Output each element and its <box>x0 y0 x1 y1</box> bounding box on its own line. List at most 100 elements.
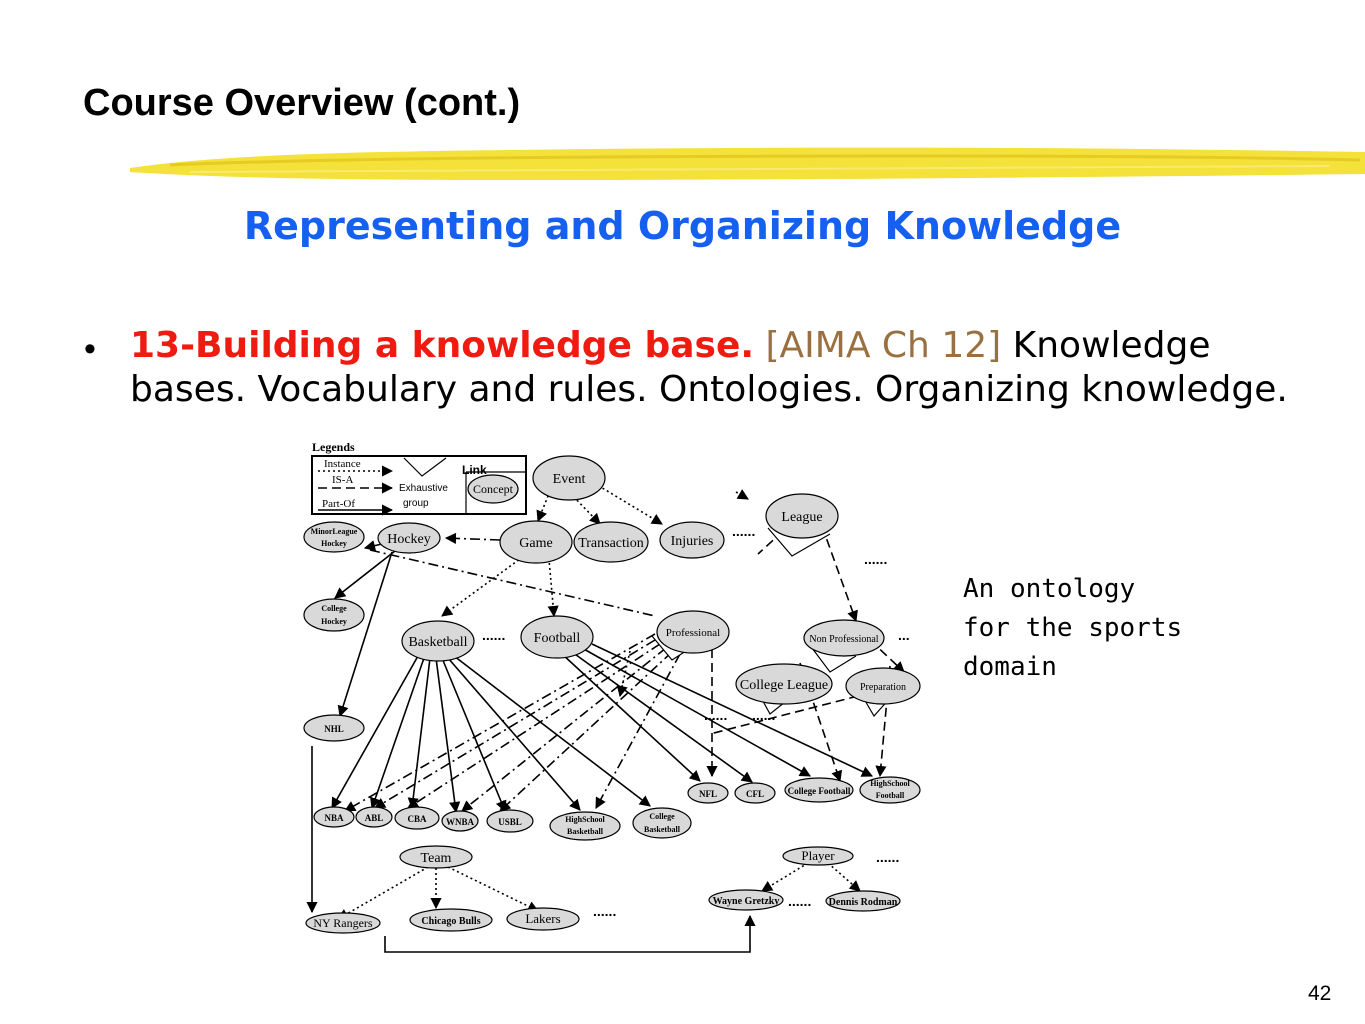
svg-text:MinorLeague: MinorLeague <box>311 527 358 536</box>
legend-exhaustive: Exhaustive <box>399 483 448 494</box>
node-game: Game <box>499 520 573 564</box>
node-nhl: NHL <box>303 714 365 742</box>
node-cfl: CFL <box>734 782 776 804</box>
node-event: Event <box>532 455 606 501</box>
ellipsis-mark: ...... <box>752 707 775 723</box>
svg-text:League: League <box>781 510 822 525</box>
svg-text:Team: Team <box>421 851 452 866</box>
svg-text:Lakers: Lakers <box>525 911 560 926</box>
legend-concept: Concept <box>473 482 514 496</box>
node-lakers: Lakers <box>506 907 580 931</box>
svg-text:Basketball: Basketball <box>567 827 604 836</box>
ellipsis-mark: ...... <box>732 523 755 539</box>
node-nfl: NFL <box>687 782 729 804</box>
svg-text:Hockey: Hockey <box>321 539 347 548</box>
node-college-league: College League <box>735 663 833 705</box>
legend-link: Link <box>462 463 487 477</box>
svg-text:Injuries: Injuries <box>671 534 714 549</box>
svg-text:CBA: CBA <box>407 814 427 824</box>
node-preparation: Preparation <box>845 667 921 705</box>
svg-text:WNBA: WNBA <box>446 817 475 827</box>
svg-text:HighSchool: HighSchool <box>870 779 910 788</box>
ellipsis-mark: ...... <box>704 707 727 723</box>
node-wnba: WNBA <box>441 810 479 832</box>
svg-text:College: College <box>321 604 347 613</box>
svg-text:NBA: NBA <box>324 813 344 823</box>
svg-text:Football: Football <box>876 791 905 800</box>
node-league: League <box>765 493 839 539</box>
node-hockey: Hockey <box>377 522 441 554</box>
svg-text:Basketball: Basketball <box>408 635 467 650</box>
node-nba: NBA <box>313 806 355 828</box>
ellipsis-mark: ...... <box>864 551 887 567</box>
node-player: Player <box>782 846 854 866</box>
node-team: Team <box>399 845 473 869</box>
svg-text:College: College <box>649 812 675 821</box>
svg-text:Basketball: Basketball <box>644 825 681 834</box>
legend-group: group <box>403 498 429 509</box>
ellipsis-mark: ...... <box>876 849 899 865</box>
node-wayne-gretzky: Wayne Gretzky <box>708 889 784 911</box>
legend-is-a: IS-A <box>332 474 353 486</box>
node-injuries: Injuries <box>659 521 725 559</box>
bullet-reference: [AIMA Ch 12] <box>765 325 1002 366</box>
svg-text:CFL: CFL <box>746 789 764 799</box>
bullet-body: Knowledge bases. Vocabulary and rules. O… <box>130 325 1288 410</box>
svg-text:Football: Football <box>534 631 581 646</box>
svg-text:College Football: College Football <box>788 786 851 796</box>
svg-text:Hockey: Hockey <box>321 617 347 626</box>
node-cba: CBA <box>394 806 440 830</box>
slide-subtitle: Representing and Organizing Knowledge <box>243 204 1122 248</box>
node-professional: Professional <box>656 610 730 654</box>
node-chicago-bulls: Chicago Bulls <box>409 908 493 932</box>
svg-text:HighSchool: HighSchool <box>565 815 605 824</box>
legend-instance: Instance <box>324 458 361 470</box>
bullet-item: 13-Building a knowledge base. [AIMA Ch 1… <box>130 324 1310 412</box>
svg-text:College League: College League <box>740 678 828 693</box>
node-dennis-rodman: Dennis Rodman <box>825 890 901 912</box>
page-number: 42 <box>1308 982 1332 1005</box>
svg-text:Non Professional: Non Professional <box>809 634 878 645</box>
svg-text:Preparation: Preparation <box>860 682 906 693</box>
node-usbl: USBL <box>486 809 534 833</box>
legend-part-of: Part-Of <box>322 498 355 510</box>
ellipsis-mark: ...... <box>482 627 505 643</box>
node-transaction: Transaction <box>573 521 649 563</box>
svg-text:Chicago Bulls: Chicago Bulls <box>421 916 480 927</box>
svg-text:ABL: ABL <box>365 813 384 823</box>
diagram-legend: Legends Instance IS-A Part-Of Link Exhau… <box>311 440 527 516</box>
ellipsis-mark: ... <box>898 627 910 643</box>
slide-title: Course Overview (cont.) <box>83 82 521 124</box>
svg-text:Hockey: Hockey <box>387 532 431 547</box>
svg-text:Wayne Gretzky: Wayne Gretzky <box>713 896 780 907</box>
svg-text:Professional: Professional <box>666 627 720 639</box>
bullet-highlight: 13-Building a knowledge base. <box>130 325 755 366</box>
node-college-football: College Football <box>784 777 854 803</box>
svg-text:Player: Player <box>801 848 835 863</box>
svg-text:Event: Event <box>553 472 586 487</box>
svg-text:Game: Game <box>519 536 552 551</box>
decorative-brush-stroke <box>130 147 1365 180</box>
node-non-professional: Non Professional <box>803 619 885 657</box>
node-basketball: Basketball <box>401 620 475 662</box>
svg-text:NFL: NFL <box>699 789 717 799</box>
svg-text:USBL: USBL <box>498 817 522 827</box>
svg-text:NY Rangers: NY Rangers <box>313 916 373 930</box>
diagram-caption: An ontology for the sports domain <box>963 574 1183 682</box>
svg-text:Transaction: Transaction <box>578 536 644 551</box>
svg-text:Dennis Rodman: Dennis Rodman <box>829 897 898 908</box>
node-football: Football <box>520 615 594 659</box>
bullet-marker: • <box>84 330 96 368</box>
node-ny-rangers: NY Rangers <box>305 912 381 934</box>
svg-text:NHL: NHL <box>324 724 344 734</box>
sports-ontology-diagram: Legends Instance IS-A Part-Of Link Exhau… <box>303 440 921 953</box>
ellipsis-mark: ...... <box>788 893 811 909</box>
legend-title: Legends <box>312 440 355 454</box>
node-abl: ABL <box>355 806 393 828</box>
ellipsis-mark: ...... <box>593 903 616 919</box>
